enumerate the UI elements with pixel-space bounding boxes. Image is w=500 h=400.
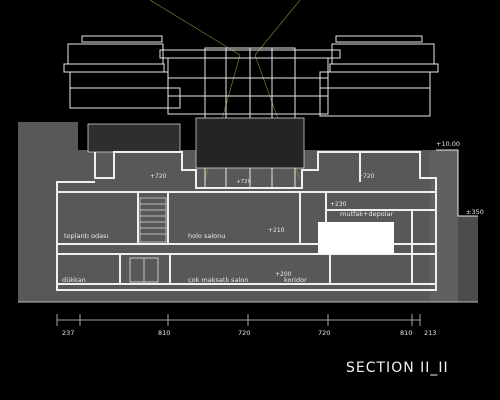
dim-4: 720 bbox=[318, 329, 330, 337]
room-labels: toplantı odası holo salonu mutfak+depola… bbox=[62, 210, 393, 284]
level-lower: +200 bbox=[275, 271, 292, 278]
planting bbox=[87, 117, 305, 169]
dim-3: 720 bbox=[238, 329, 250, 337]
room-corridor: koridor bbox=[284, 276, 307, 284]
level-labels: +10.00 ±350 +720 +720 +720 +230 +210 +20… bbox=[150, 140, 484, 278]
stair bbox=[139, 197, 167, 243]
level-top: +10.00 bbox=[436, 140, 460, 148]
dimension-line bbox=[56, 314, 421, 326]
level-upper-right: +720 bbox=[358, 173, 375, 180]
room-multipurpose: çok maksatlı salon bbox=[188, 276, 248, 284]
dim-6: 213 bbox=[424, 329, 436, 337]
level-mid-center: +210 bbox=[268, 227, 285, 234]
door-elevation bbox=[129, 257, 159, 283]
room-hall: holo salonu bbox=[188, 232, 225, 240]
level-right: ±350 bbox=[466, 208, 484, 216]
level-upper-left: +720 bbox=[150, 173, 167, 180]
dim-1: 237 bbox=[62, 329, 74, 337]
white-block bbox=[318, 222, 394, 254]
dim-2: 810 bbox=[158, 329, 170, 337]
room-meeting: toplantı odası bbox=[64, 232, 108, 240]
dim-5: 810 bbox=[400, 329, 412, 337]
room-shop: dükkan bbox=[62, 276, 86, 284]
room-storage: mutfak+depolar bbox=[340, 210, 393, 218]
dimension-labels: 237 810 720 720 810 213 bbox=[62, 329, 436, 337]
section-title: SECTION II_II bbox=[346, 360, 449, 376]
level-upper-center: +720 bbox=[236, 179, 252, 185]
terrain-step bbox=[436, 149, 478, 217]
level-mid: +230 bbox=[330, 201, 347, 208]
